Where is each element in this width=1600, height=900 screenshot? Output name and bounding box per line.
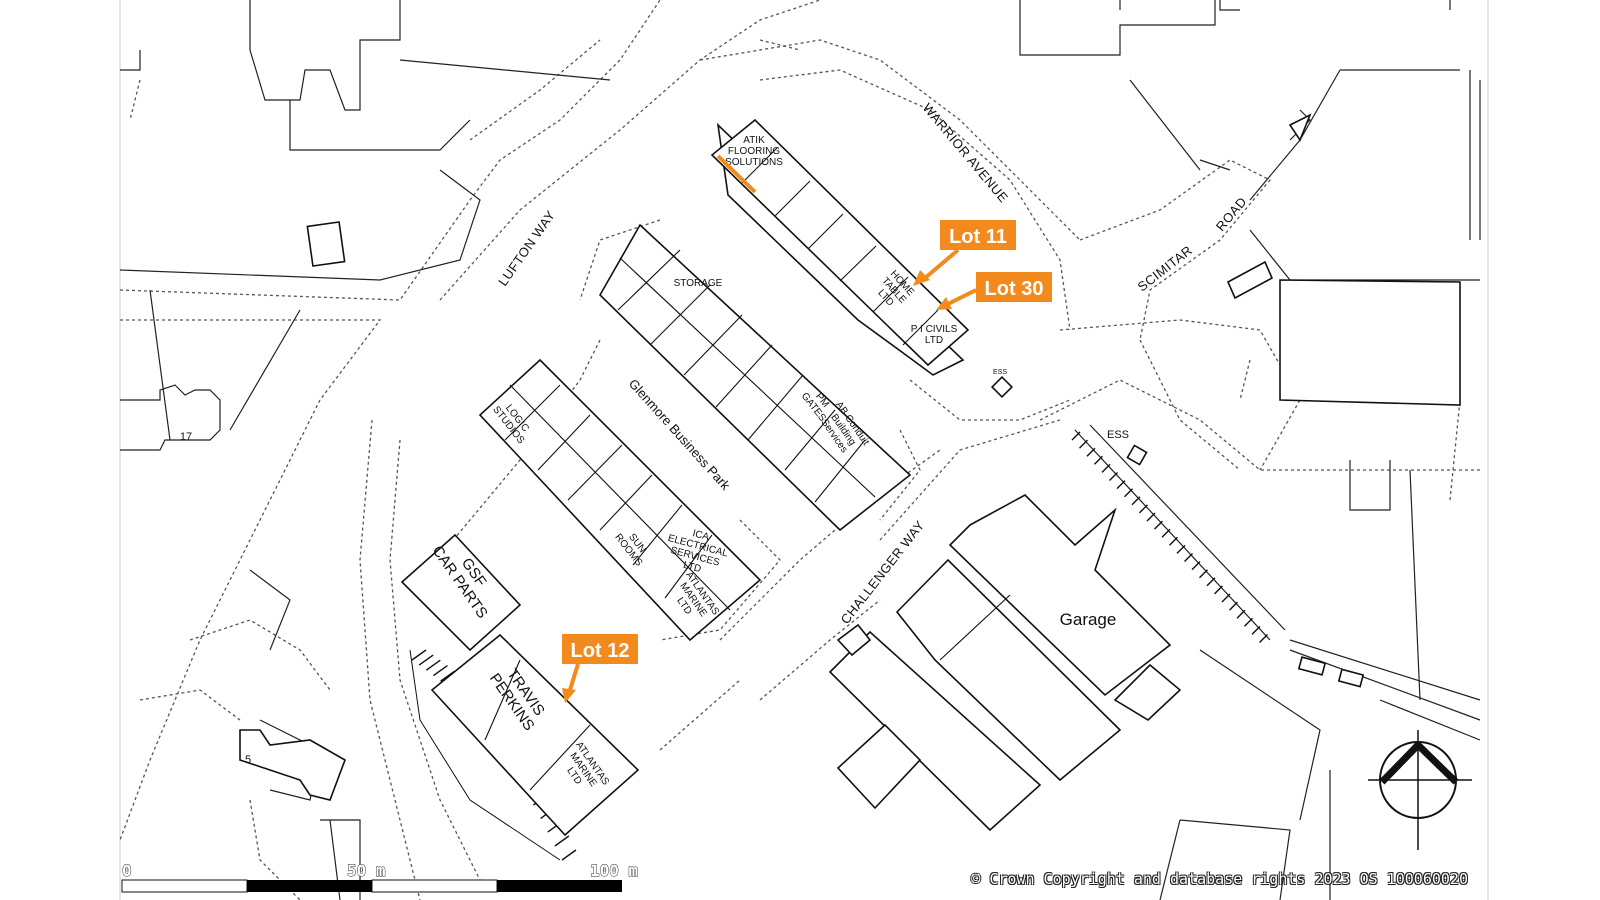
parking-bay-line: [1124, 488, 1133, 498]
tenant-label-storage: STORAGE: [674, 278, 723, 289]
building-garage: [895, 494, 1182, 782]
parking-bay-line: [1116, 480, 1126, 490]
parking-bay-line: [1071, 431, 1081, 441]
lot-callouts: Lot 11 Lot 30 Lot 12: [562, 154, 1052, 703]
parking-bay-line: [433, 664, 448, 677]
outer-buildings: [239, 113, 1461, 801]
parking-bay-line: [554, 835, 570, 847]
parking-bay-line: [1259, 634, 1268, 643]
scale-label-50m: 50 m: [347, 861, 386, 880]
parking-bay-line: [1109, 472, 1118, 481]
garage-label: Garage: [1060, 610, 1117, 629]
callout-lot-11[interactable]: Lot 11: [913, 220, 1016, 286]
callout-lot-11-label: Lot 11: [949, 226, 1007, 248]
parking-bay-line: [1199, 569, 1208, 579]
building-gsf: [400, 533, 522, 652]
building-block-south: [478, 358, 762, 642]
parking-bay-line: [1191, 561, 1201, 571]
building-travis: [430, 633, 640, 837]
parking-bay-line: [1214, 585, 1223, 595]
parking-bay-line: [425, 659, 441, 671]
house-number-5: 5: [245, 754, 251, 766]
parking-bay-line: [1229, 601, 1238, 611]
parking-bay-line: [1139, 504, 1148, 514]
scale-label-100m: 100 m: [590, 861, 639, 880]
scale-bar: 0 50 m 100 m: [121, 861, 639, 893]
parking-bay-line: [1206, 577, 1216, 587]
building-block-north: [710, 118, 970, 376]
parking-bay-line: [1131, 496, 1141, 506]
parking-bay-line: [1146, 512, 1156, 522]
parking-bay-line: [1094, 455, 1103, 465]
ess-label-small: ESS: [993, 369, 1007, 376]
parking-bay-line: [1086, 447, 1096, 457]
callout-lot-30-label: Lot 30: [985, 278, 1044, 300]
lot-boundary-marker: [716, 154, 757, 194]
parking-bay-line: [1101, 463, 1111, 473]
parking-bay-line: [1221, 593, 1231, 603]
ess-label: ESS: [1107, 429, 1129, 441]
building-south-east: [828, 623, 1042, 832]
callout-lot-12-label: Lot 12: [571, 640, 630, 662]
parking-bay-line: [561, 849, 577, 861]
callout-lot-30[interactable]: Lot 30: [936, 272, 1052, 310]
north-arrow-icon: [1368, 730, 1472, 850]
parking-bay-line: [1154, 520, 1163, 530]
parking-bay-line: [1184, 553, 1193, 562]
parking-bay-line: [1169, 536, 1178, 546]
parking-bay-line: [411, 649, 427, 661]
scale-label-0: 0: [122, 861, 132, 880]
callout-lot-12[interactable]: Lot 12: [562, 634, 638, 703]
parking-bay-line: [418, 654, 434, 666]
parking-bay-line: [1079, 439, 1088, 449]
copyright-notice: © Crown Copyright and database rights 20…: [971, 870, 1468, 888]
house-number-17: 17: [180, 431, 192, 443]
parking-bay-line: [1251, 625, 1261, 635]
parking-bay-line: [1244, 617, 1253, 627]
parking-bay-line: [1236, 609, 1246, 619]
parking-bay-line: [1161, 528, 1171, 538]
parking-bay-line: [1176, 544, 1186, 554]
building-block-middle: [598, 223, 912, 532]
